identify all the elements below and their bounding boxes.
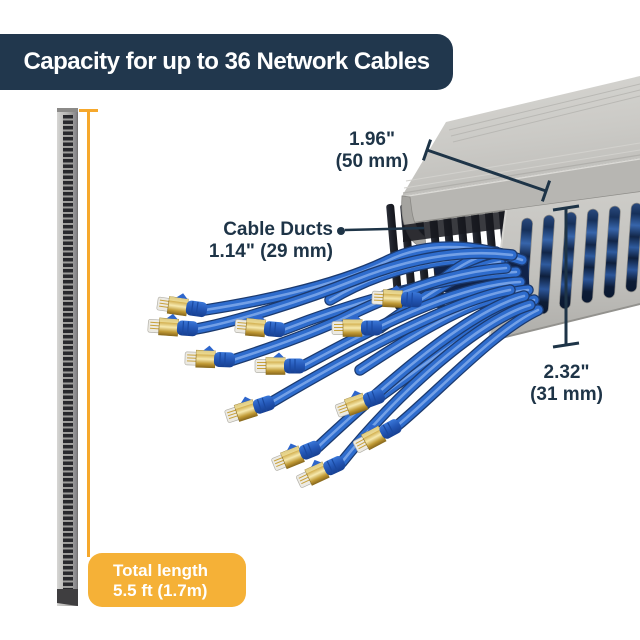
- cable: [194, 251, 514, 331]
- rail-foot: [57, 589, 78, 606]
- total-length-label-line2: 5.5 ft (1.7m): [113, 581, 208, 600]
- height-dimension-text: 2.32" (31 mm): [519, 362, 614, 406]
- cable: [270, 288, 512, 404]
- duct-slot: [603, 205, 621, 299]
- width-dimension-tick-left: [421, 139, 433, 161]
- rail-slots: [63, 115, 73, 595]
- duct-slot: [625, 202, 640, 293]
- width-metric: (50 mm): [335, 151, 409, 172]
- duct-slot: [537, 214, 555, 315]
- leader-line: [344, 226, 425, 232]
- capacity-banner-text: Capacity for up to 36 Network Cables: [23, 48, 430, 75]
- height-metric: (31 mm): [530, 384, 603, 405]
- dimension-lines: [337, 139, 580, 349]
- slot-dimension-text: Cable Ducts 1.14" (29 mm): [201, 219, 333, 263]
- capacity-banner: Capacity for up to 36 Network Cables: [0, 34, 453, 90]
- width-dimension-line: [426, 148, 547, 193]
- cable: [316, 294, 526, 449]
- height-imperial: 2.32": [543, 362, 590, 383]
- total-length-label: Total length 5.5 ft (1.7m): [88, 553, 246, 607]
- lid-underside-shadow: [403, 211, 508, 242]
- duct-slot: [581, 208, 599, 304]
- height-dimension-tick-bottom: [552, 341, 580, 349]
- width-dimension-tick-right: [540, 180, 552, 202]
- leader-dot: [337, 227, 345, 235]
- slot-label: Cable Ducts: [223, 219, 333, 240]
- duct-lid-rim: [402, 158, 640, 224]
- total-length-label-line1: Total length: [113, 561, 209, 580]
- width-dimension-text: 1.96" (50 mm): [330, 129, 414, 173]
- cable: [231, 266, 508, 362]
- height-dimension-tick-top: [552, 204, 580, 212]
- cable-bundle: [190, 241, 544, 468]
- slot-size: 1.14" (29 mm): [208, 241, 333, 262]
- cable: [301, 280, 522, 368]
- length-dimension-line: [87, 110, 90, 557]
- cable: [396, 308, 540, 427]
- vertical-duct-rail: [57, 108, 78, 606]
- width-imperial: 1.96": [349, 129, 395, 150]
